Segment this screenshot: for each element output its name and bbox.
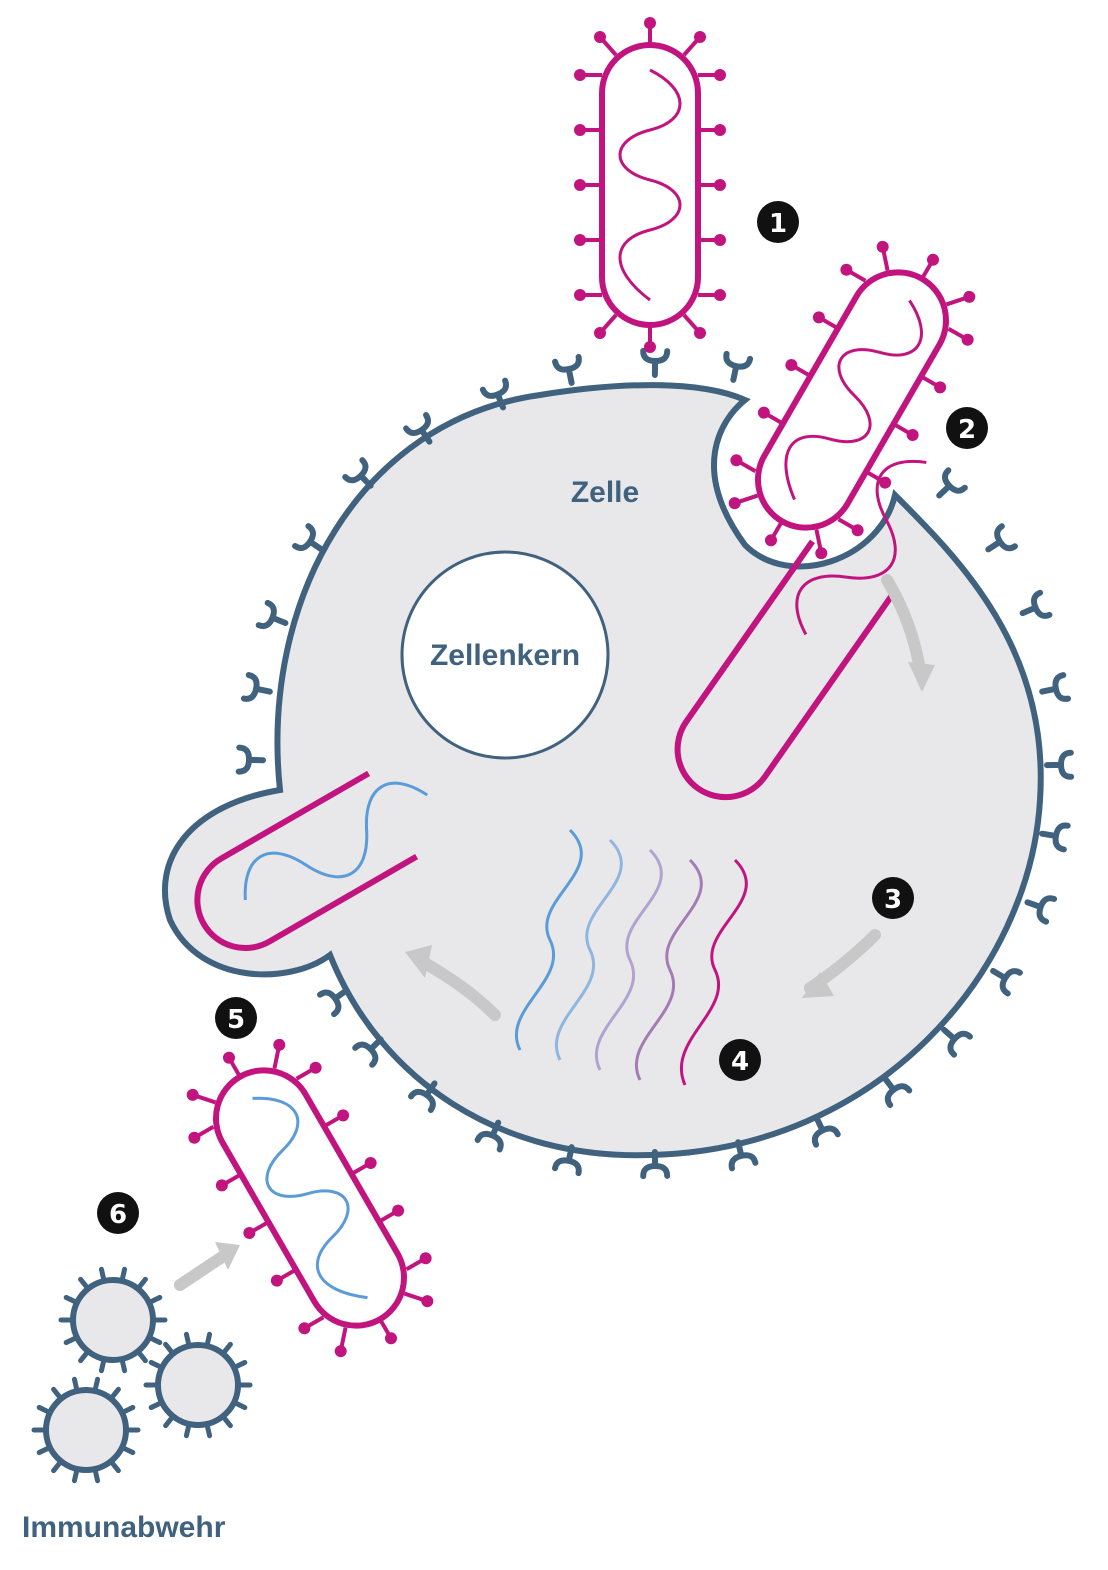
receptor-icon (936, 467, 968, 499)
step-badge-6: 6 (97, 1192, 139, 1234)
rna-strand-icon (252, 1096, 368, 1300)
virus-uncoating (674, 459, 927, 801)
svg-text:2: 2 (958, 415, 976, 445)
receptor-icon (240, 672, 273, 702)
receptor-icon (552, 353, 582, 386)
svg-text:1: 1 (769, 209, 787, 239)
receptor-icon (941, 1026, 973, 1058)
svg-text:4: 4 (731, 1047, 749, 1077)
step-badge-1: 1 (757, 201, 799, 243)
step-badge-3: 3 (872, 877, 914, 919)
receptor-icon (1019, 589, 1053, 619)
virus-icon (574, 17, 726, 353)
virus-icon (728, 240, 976, 560)
receptor-icon (342, 457, 374, 489)
receptor-icon (640, 347, 671, 378)
receptor-icon (403, 412, 433, 445)
receptor-icon (352, 1036, 384, 1068)
receptor-icon (723, 350, 754, 383)
svg-text:5: 5 (227, 1005, 245, 1035)
receptor-icon (235, 744, 266, 775)
step-badge-5: 5 (215, 997, 257, 1039)
immune-label: Immunabwehr (22, 1511, 226, 1544)
virus-icon (186, 1038, 434, 1358)
nucleus (400, 550, 610, 760)
rna-strand-icon (515, 828, 583, 1051)
receptor-icon (479, 377, 510, 411)
step-badge-4: 4 (719, 1039, 761, 1081)
nucleus-label: Zellenkern (430, 639, 580, 672)
immune-cell-icon (58, 1266, 168, 1374)
rna-strand-icon (784, 299, 923, 501)
receptor-icon (990, 967, 1023, 997)
rna-strand-icon (555, 838, 623, 1061)
receptor-icon (1024, 895, 1058, 925)
step-badge-2: 2 (946, 407, 988, 449)
rna-strand-icon (795, 459, 927, 636)
immune-cell-icon (31, 1376, 141, 1484)
rna-replication (515, 828, 748, 1086)
cell-label: Zelle (571, 476, 639, 509)
receptor-icon (1039, 672, 1072, 702)
immune-cell-icon (143, 1331, 253, 1439)
receptor-icon (811, 1114, 841, 1148)
rna-strand-icon (595, 848, 663, 1071)
virus-assembly (194, 770, 429, 951)
receptor-icon (1039, 822, 1071, 853)
rna-strand-icon (679, 858, 748, 1086)
rna-strand-icon (635, 858, 703, 1081)
receptor-icon (985, 523, 1018, 553)
rna-strand-icon (243, 781, 429, 901)
receptor-icon (255, 599, 289, 630)
receptor-group (235, 347, 1075, 1180)
receptor-icon (474, 1119, 504, 1153)
receptor-icon (1044, 749, 1075, 780)
receptor-icon (317, 987, 350, 1018)
receptor-icon (640, 1149, 671, 1180)
receptor-icon (728, 1139, 759, 1172)
receptor-icon (882, 1075, 913, 1108)
receptor-icon (551, 1144, 582, 1177)
receptor-icon (408, 1080, 438, 1113)
svg-text:3: 3 (884, 885, 902, 915)
svg-text:6: 6 (109, 1200, 127, 1230)
rna-strand-icon (618, 68, 682, 302)
receptor-icon (292, 523, 325, 553)
arrowheads (215, 662, 935, 1270)
